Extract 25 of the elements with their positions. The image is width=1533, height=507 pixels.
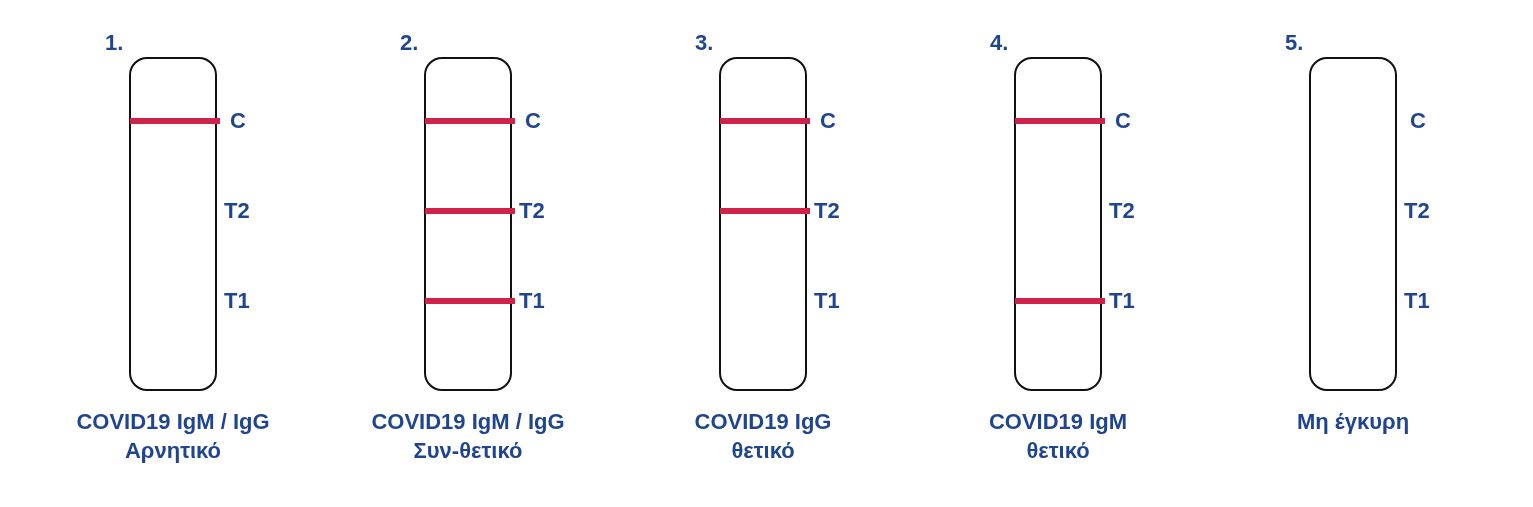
step-number: 3. — [695, 30, 714, 56]
step-number: 2. — [400, 30, 419, 56]
line-label: C — [230, 108, 246, 134]
line-label: T1 — [1109, 288, 1135, 314]
result-caption: COVID19 IgM θετικό — [987, 408, 1129, 465]
line-label: C — [1115, 108, 1131, 134]
result-caption: COVID19 IgM / IgG Συν-θετικό — [370, 408, 566, 465]
line-label: T2 — [519, 198, 545, 224]
line-label: T2 — [1109, 198, 1135, 224]
line-label: T2 — [1404, 198, 1430, 224]
line-label: T2 — [814, 198, 840, 224]
line-label: C — [820, 108, 836, 134]
line-label: T1 — [519, 288, 545, 314]
line-label: C — [1410, 108, 1426, 134]
line-label: T1 — [814, 288, 840, 314]
result-caption: Μη έγκυρη — [1295, 408, 1411, 436]
line-label: T1 — [224, 288, 250, 314]
step-number: 1. — [105, 30, 124, 56]
step-number: 4. — [990, 30, 1009, 56]
result-caption: COVID19 IgG θετικό — [693, 408, 833, 465]
line-label: T2 — [224, 198, 250, 224]
line-label: T1 — [1404, 288, 1430, 314]
line-label: C — [525, 108, 541, 134]
step-number: 5. — [1285, 30, 1304, 56]
result-caption: COVID19 IgM / IgG Αρνητικό — [75, 408, 271, 465]
